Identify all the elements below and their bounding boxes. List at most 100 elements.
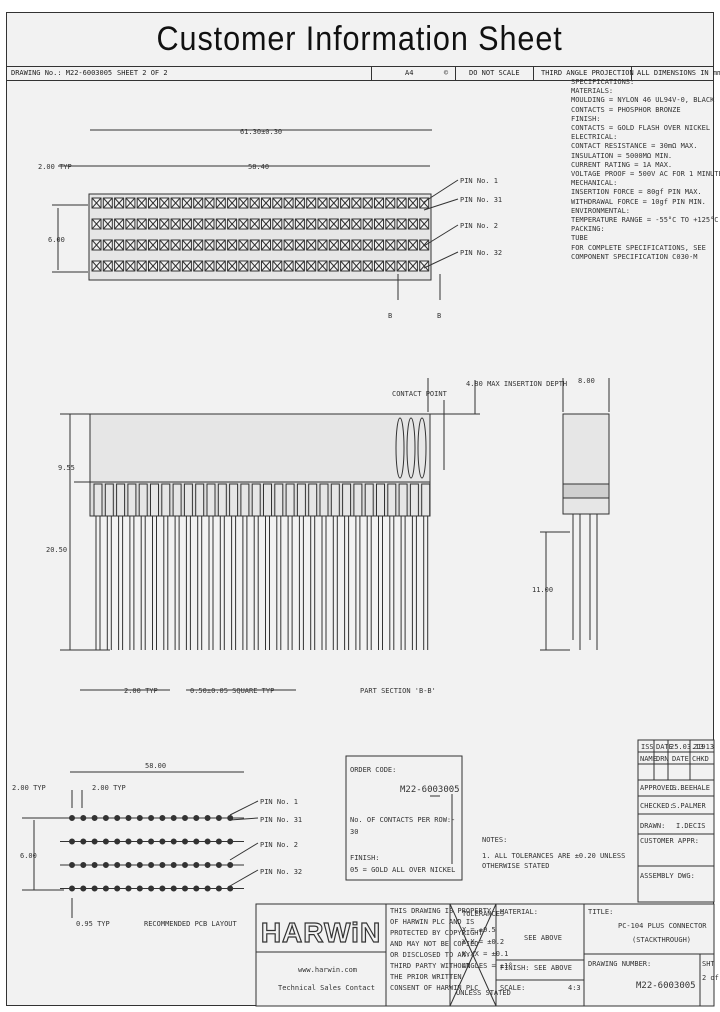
- pcb-pin-label-2: PIN No. 2: [260, 841, 298, 849]
- pcb-pin-label-1: PIN No. 1: [260, 798, 298, 806]
- depth-dim: 8.00: [578, 377, 595, 385]
- contact-cell: [328, 239, 339, 251]
- contact-cell: [351, 218, 362, 230]
- contact-cell: [227, 218, 238, 230]
- pin-tail: [330, 483, 340, 650]
- title-label: TITLE:: [588, 908, 613, 916]
- pin-tail: [409, 483, 419, 650]
- contact-cell: [204, 197, 215, 209]
- contact-cell: [125, 260, 136, 272]
- contact-cell: [136, 197, 147, 209]
- approved-value: S.BEEHALE: [672, 784, 710, 792]
- harwin-logo: HARWiN: [258, 915, 384, 951]
- contact-cell: [351, 239, 362, 251]
- copyright-notice-line: AND MAY NOT BE COPIED: [390, 940, 479, 948]
- pin-tail: [319, 483, 329, 650]
- contact-cell: [148, 218, 158, 230]
- pin-tail: [342, 483, 352, 650]
- hole-size-dim: 0.95 TYP: [76, 920, 110, 928]
- contact-cell: [159, 218, 170, 230]
- contact-cell: [181, 239, 192, 251]
- contact-cell: [148, 260, 158, 272]
- tolerances-label: TOLERANCES: [462, 910, 504, 918]
- pin-tail: [376, 483, 385, 650]
- title-value: (STACKTHROUGH): [632, 936, 691, 944]
- drawn-label: DRAWN:: [640, 822, 665, 830]
- contact-cell: [91, 239, 102, 251]
- contact-cell: [159, 260, 170, 272]
- contact-cell: [102, 218, 113, 230]
- contact-cell: [419, 239, 430, 251]
- tol-value: X.XX = ±0.1: [462, 950, 508, 958]
- contact-cell: [283, 197, 294, 209]
- contact-cell: [385, 239, 396, 251]
- pin-tail: [104, 483, 114, 650]
- contact-cell: [283, 260, 294, 272]
- finish-value: 05 = GOLD ALL OVER NICKEL: [350, 866, 455, 874]
- section-mark: B: [388, 312, 392, 320]
- spec-line: ELECTRICAL:: [571, 133, 618, 142]
- pin-tail: [387, 483, 397, 650]
- rev-header: 21913: [693, 743, 714, 751]
- contact-cell: [215, 239, 226, 251]
- pin-label-31: PIN No. 31: [460, 196, 502, 204]
- contact-cell: [181, 197, 192, 209]
- title-block: [255, 903, 715, 1007]
- contact-cell: [136, 239, 147, 251]
- contact-cell: [374, 239, 384, 251]
- drawing-number-label: DRAWING No.: M22-6003005: [11, 69, 113, 77]
- pin-tail: [240, 483, 250, 650]
- scale-value: 4:3: [568, 984, 581, 992]
- contact-cell: [294, 260, 305, 272]
- spec-line: PACKING:: [571, 225, 605, 234]
- notes-heading: NOTES:: [482, 836, 507, 844]
- material-label: MATERIAL:: [500, 908, 538, 916]
- pcb-caption: RECOMMENDED PCB LAYOUT: [144, 920, 238, 928]
- approved-label: APPROVED:: [640, 784, 678, 792]
- contact-cell: [170, 239, 181, 251]
- contact-cell: [148, 239, 158, 251]
- pin-tail: [150, 483, 159, 650]
- contact-cell: [362, 239, 373, 251]
- spec-line: TUBE: [571, 234, 588, 243]
- section-caption: PART SECTION 'B-B': [360, 687, 436, 695]
- spec-line: INSERTION FORCE = 80gf PIN MAX.: [571, 188, 702, 197]
- pin-tail: [206, 483, 216, 650]
- title-bar: Customer Information Sheet: [7, 13, 713, 67]
- copyright-notice-line: THE PRIOR WRITTEN: [390, 973, 462, 981]
- spec-line: VOLTAGE PROOF = 500V AC FOR 1 MINUTE: [571, 170, 720, 179]
- assembly-dwg-label: ASSEMBLY DWG:: [640, 872, 695, 880]
- pin-label-1: PIN No. 1: [460, 177, 498, 185]
- order-code-value: M22-6003005: [400, 785, 460, 795]
- spec-line: FOR COMPLETE SPECIFICATIONS, SEE: [571, 243, 706, 252]
- sheet-value: 2 of 2: [702, 974, 720, 982]
- spec-line: WITHDRAWAL FORCE = 10gf PIN MIN.: [571, 197, 706, 206]
- spec-line: CONTACT RESISTANCE = 30mΩ MAX.: [571, 142, 698, 151]
- header-info-row: DRAWING No.: M22-6003005 SHEET 2 OF 2 A4…: [7, 66, 720, 81]
- spec-line: MECHANICAL:: [571, 179, 618, 188]
- contact-cell: [362, 218, 373, 230]
- tol-value: X = ±0.5: [462, 926, 496, 934]
- contact-cell: [362, 260, 373, 272]
- contact-cell: [272, 260, 283, 272]
- contact-cell: [125, 218, 136, 230]
- ways-value: 30: [350, 828, 358, 836]
- contact-cell: [238, 260, 249, 272]
- contact-cell: [193, 239, 204, 251]
- connector-end-view: [562, 413, 610, 515]
- contact-cell: [204, 239, 215, 251]
- contact-cell: [272, 218, 283, 230]
- pitch-span-dim: 58.40: [248, 163, 269, 171]
- pin-tail: [308, 483, 318, 650]
- scale-label: SCALE:: [500, 984, 525, 992]
- contact-cell: [91, 197, 102, 209]
- contact-cell: [340, 197, 351, 209]
- spec-line: FINISH:: [571, 114, 601, 123]
- sheet-title: Customer Information Sheet: [156, 20, 564, 58]
- contact-cell: [136, 260, 147, 272]
- sheet-label: SHT: [702, 960, 715, 968]
- contact-cell: [396, 197, 407, 209]
- contact-cell: [362, 197, 373, 209]
- contact-cell: [317, 260, 328, 272]
- spec-line: CONTACTS = GOLD FLASH OVER NICKEL: [571, 124, 711, 133]
